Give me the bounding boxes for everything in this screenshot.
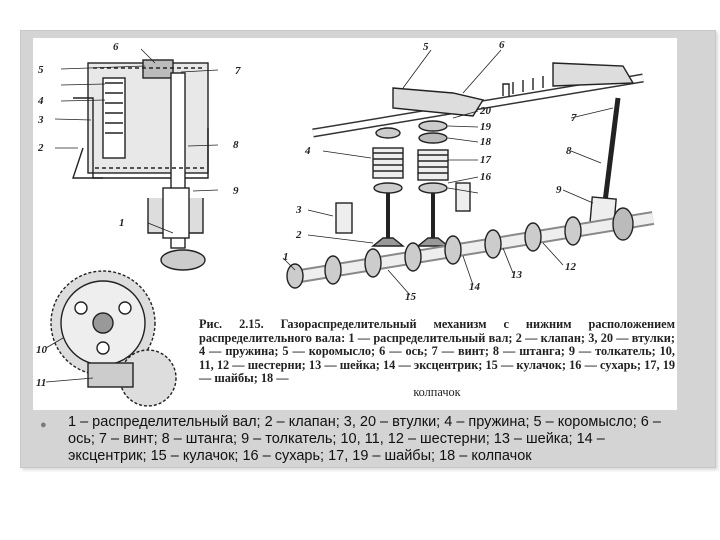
label-17: 17 <box>480 154 492 166</box>
label-11: 11 <box>36 377 46 389</box>
mechanism-figure: 6 5 4 3 2 7 8 9 1 5 6 20 19 18 4 17 16 7… <box>33 38 677 410</box>
label-16: 16 <box>480 171 492 183</box>
label-3a: 3 <box>37 114 44 126</box>
caption-title: Рис. 2.15. Газораспределительный механиз… <box>199 317 675 345</box>
label-2a: 2 <box>37 142 44 154</box>
label-6b: 6 <box>499 39 505 51</box>
label-9b: 9 <box>556 184 562 196</box>
label-18: 18 <box>480 136 492 148</box>
figure-caption: Рис. 2.15. Газораспределительный механиз… <box>199 317 675 399</box>
bullet-icon: ● <box>40 419 47 431</box>
valve-parts-drawing <box>335 120 471 247</box>
camshaft-drawing <box>286 207 655 289</box>
label-14: 14 <box>469 281 481 293</box>
label-8a: 8 <box>233 139 239 151</box>
label-19: 19 <box>480 121 492 133</box>
label-15: 15 <box>405 291 417 303</box>
engine-section-drawing <box>72 59 209 271</box>
bullet-text: 1 – распределительный вал; 2 – клапан; 3… <box>68 414 661 464</box>
label-12: 12 <box>565 261 577 273</box>
label-4b: 4 <box>304 145 311 157</box>
label-6a: 6 <box>113 41 119 53</box>
label-8b: 8 <box>566 145 572 157</box>
caption-last: колпачок <box>413 384 461 399</box>
label-4a: 4 <box>37 95 44 107</box>
part-labels: 6 5 4 3 2 7 8 9 1 5 6 20 19 18 4 17 16 7… <box>36 39 577 389</box>
label-20: 20 <box>479 105 492 117</box>
mechanism-drawing: 6 5 4 3 2 7 8 9 1 5 6 20 19 18 4 17 16 7… <box>36 39 655 407</box>
label-7a: 7 <box>235 65 241 77</box>
label-2b: 2 <box>295 229 302 241</box>
leader-lines <box>45 48 614 383</box>
push-rod-drawing <box>589 97 621 228</box>
rocker-shaft-drawing <box>312 62 644 138</box>
label-1b: 1 <box>283 251 289 263</box>
caption-body: 1 — распределительный вал; 2 — клапан; 3… <box>199 330 675 385</box>
label-7b: 7 <box>571 112 577 124</box>
label-3b: 3 <box>295 204 302 216</box>
gears-drawing <box>50 270 177 407</box>
label-5a: 5 <box>38 64 44 76</box>
label-13: 13 <box>511 269 523 281</box>
label-1a: 1 <box>119 217 125 229</box>
label-9a: 9 <box>233 185 239 197</box>
label-5b: 5 <box>423 41 429 53</box>
label-10: 10 <box>36 344 48 356</box>
